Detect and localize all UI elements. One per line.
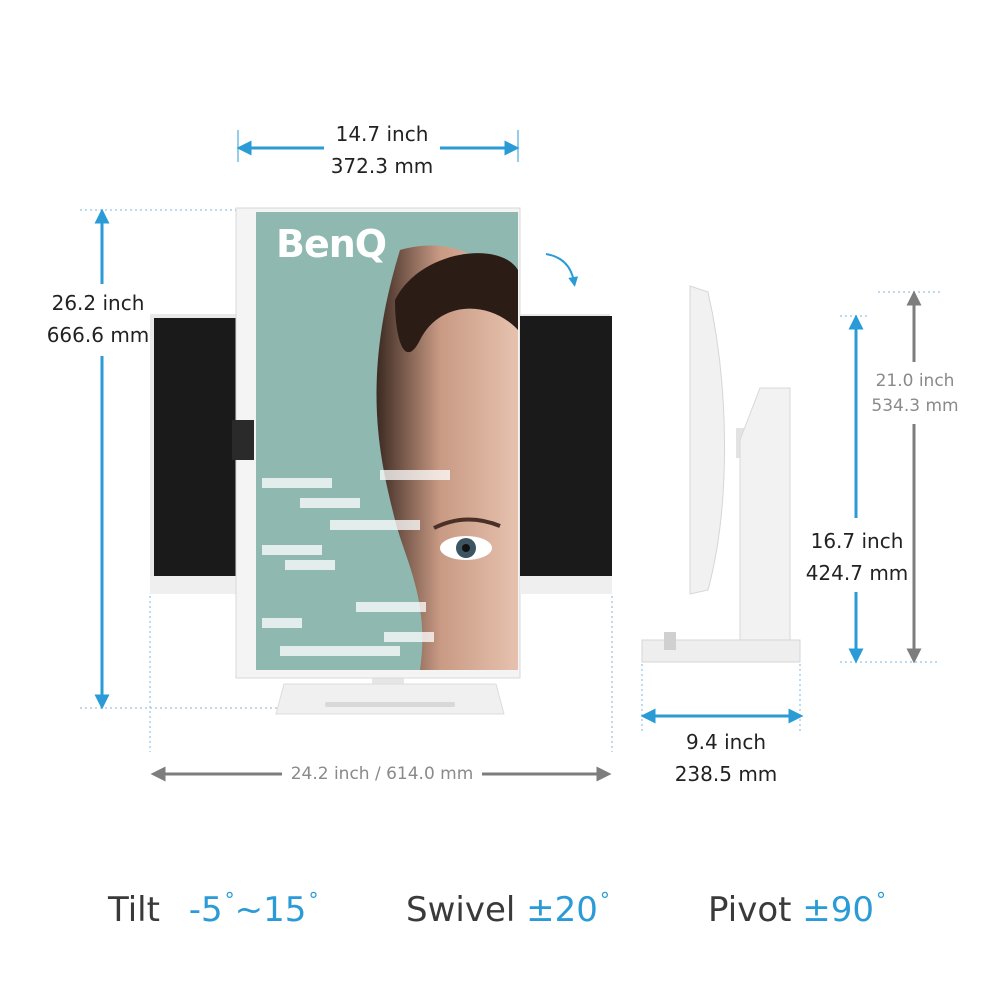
depth-mm: 238.5 mm	[674, 762, 778, 786]
degree-symbol: °	[224, 888, 235, 912]
max-height-inch: 26.2 inch	[51, 291, 145, 315]
tilt-label: Tilt	[108, 890, 160, 930]
degree-symbol: °	[599, 888, 610, 912]
tilt-feature: Tilt -5°~15°	[108, 888, 318, 930]
pivot-label: Pivot	[708, 890, 792, 930]
side-min-height-mm: 424.7 mm	[805, 561, 909, 585]
swivel-value: ±20	[526, 890, 598, 930]
degree-symbol: °	[308, 888, 319, 912]
pivot-rotation-arrow	[545, 253, 579, 287]
side-max-height-mm: 534.3 mm	[871, 396, 959, 416]
rotated-monitor-ghost	[520, 316, 612, 576]
tilt-max: ~15	[234, 890, 307, 930]
portrait-monitor	[232, 207, 521, 679]
panel-width-mm: 372.3 mm	[330, 154, 434, 178]
degree-symbol: °	[876, 888, 887, 912]
swivel-label: Swivel	[406, 890, 516, 930]
monitor-base-front	[275, 668, 505, 715]
total-width-label: 24.2 inch / 614.0 mm	[290, 764, 474, 784]
depth-inch: 9.4 inch	[685, 730, 767, 754]
max-height-mm: 666.6 mm	[46, 323, 150, 347]
side-min-height-inch: 16.7 inch	[810, 529, 904, 553]
swivel-feature: Swivel ±20°	[406, 888, 610, 930]
side-view-monitor	[641, 285, 801, 663]
pivot-feature: Pivot ±90°	[708, 888, 886, 930]
tilt-min: -5	[188, 890, 223, 930]
panel-width-inch: 14.7 inch	[335, 122, 429, 146]
side-max-height-inch: 21.0 inch	[875, 371, 955, 391]
brand-logo: BenQ	[276, 222, 387, 266]
pivot-value: ±90	[802, 890, 875, 930]
